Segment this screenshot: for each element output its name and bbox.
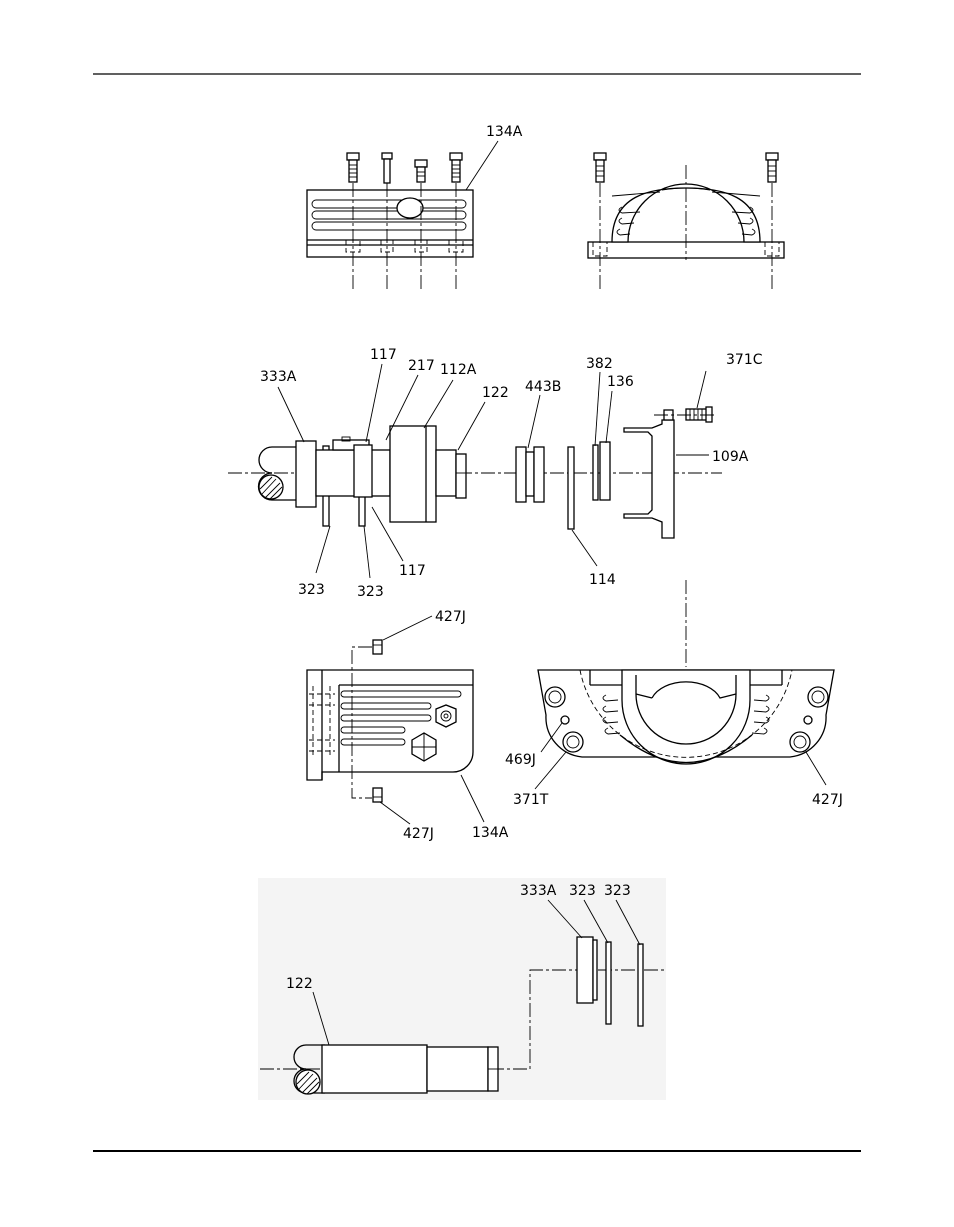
label-371t: 371T [513,792,549,808]
label-443b: 443B [525,379,561,395]
housing-end-view-lower: 469J 371T 427J [505,580,843,808]
label-427j-right: 427J [812,792,843,808]
label-323-bottom-b: 323 [604,883,631,899]
label-109a: 109A [712,449,749,465]
label-117-top: 117 [370,347,397,363]
hex-bolt [347,153,359,182]
label-371c: 371C [726,352,763,368]
label-217: 217 [408,358,435,374]
label-382: 382 [586,356,613,372]
label-134a: 134A [486,124,523,140]
label-134a-lower: 134A [472,825,509,841]
label-469j: 469J [505,752,536,768]
label-323-bottom-a: 323 [569,883,596,899]
exploded-shaft-assembly: 117 333A 217 112A 122 443B 382 136 371C … [228,347,763,600]
housing-end-view-top [588,153,784,290]
hex-bolt [450,153,462,182]
shaft-seal-detail: 333A 323 323 122 [258,878,666,1100]
label-323-left: 323 [298,582,325,598]
label-427j-top: 427J [435,609,466,625]
housing-side-view-top: 134A [307,124,523,290]
label-136: 136 [607,374,634,390]
housing-side-view-lower: 427J 427J 134A [307,609,509,842]
label-117-bottom: 117 [399,563,426,579]
stud [382,153,392,183]
hex-bolt [415,160,427,182]
label-333a: 333A [260,369,297,385]
label-427j-bottom: 427J [403,826,434,842]
label-122: 122 [482,385,509,401]
label-114: 114 [589,572,616,588]
label-122-bottom: 122 [286,976,313,992]
label-333a-bottom: 333A [520,883,557,899]
label-112a: 112A [440,362,477,378]
label-323-right: 323 [357,584,384,600]
